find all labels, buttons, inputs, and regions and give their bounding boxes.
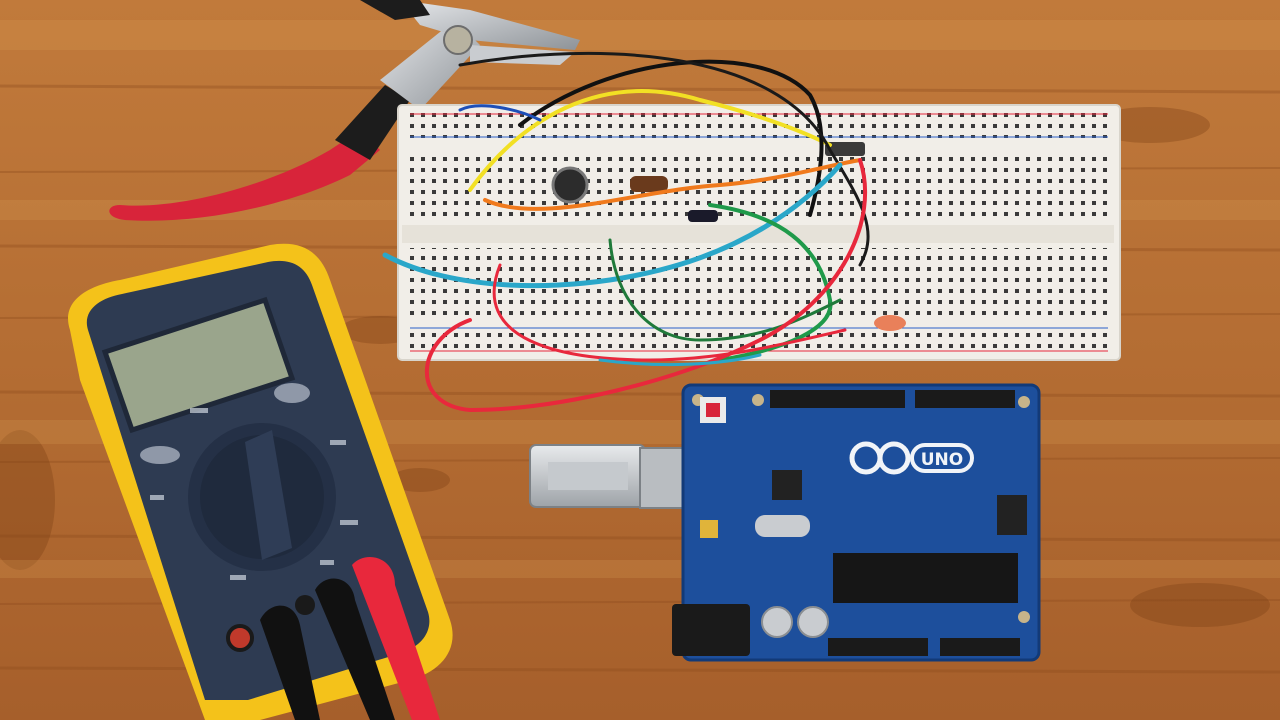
microcontroller-board: UNO bbox=[672, 383, 1041, 662]
probe-leads bbox=[260, 557, 440, 720]
board-logo-mark: UNO bbox=[921, 450, 963, 470]
multimeter-lcd bbox=[101, 296, 296, 434]
breadboard-components bbox=[551, 142, 906, 331]
jumper-wires bbox=[382, 51, 870, 413]
pliers bbox=[109, 0, 580, 221]
board-logo: UNO bbox=[849, 441, 974, 475]
